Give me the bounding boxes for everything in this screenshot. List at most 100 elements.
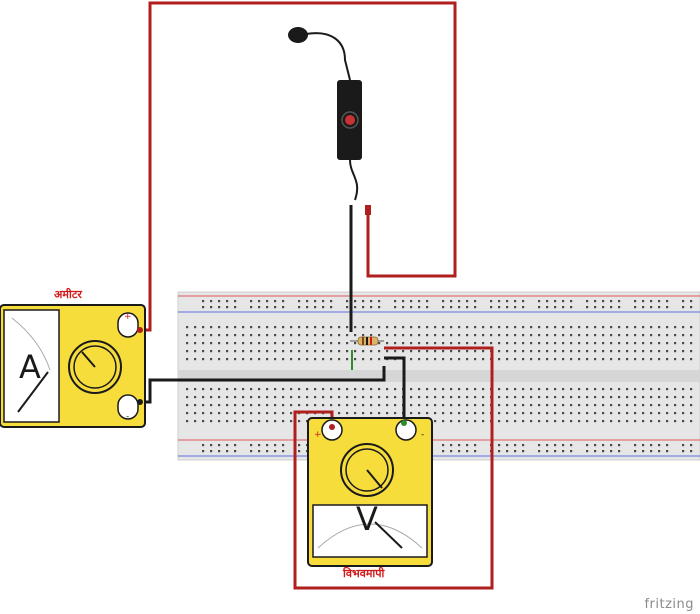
breadboard-hole — [498, 388, 501, 391]
breadboard-hole — [546, 420, 549, 423]
breadboard-hole — [434, 334, 437, 337]
breadboard-hole — [314, 396, 317, 399]
breadboard-hole — [226, 358, 229, 361]
breadboard-hole — [562, 444, 565, 447]
breadboard-hole — [378, 350, 381, 353]
breadboard-hole — [442, 300, 445, 303]
breadboard-hole — [562, 420, 565, 423]
breadboard-hole — [530, 334, 533, 337]
breadboard-hole — [234, 388, 237, 391]
breadboard-hole — [546, 306, 549, 309]
breadboard-hole — [522, 412, 525, 415]
breadboard-hole — [498, 358, 501, 361]
breadboard-hole — [586, 342, 589, 345]
breadboard-hole — [514, 342, 517, 345]
breadboard-hole — [202, 326, 205, 329]
breadboard-hole — [610, 404, 613, 407]
breadboard-hole — [442, 358, 445, 361]
breadboard-hole — [266, 326, 269, 329]
breadboard-hole — [594, 358, 597, 361]
breadboard-hole — [362, 388, 365, 391]
breadboard-hole — [434, 388, 437, 391]
breadboard-hole — [506, 412, 509, 415]
breadboard-hole — [218, 396, 221, 399]
breadboard-hole — [258, 450, 261, 453]
breadboard-hole — [210, 396, 213, 399]
breadboard-hole — [442, 388, 445, 391]
breadboard-hole — [386, 342, 389, 345]
breadboard-hole — [658, 412, 661, 415]
breadboard-hole — [490, 334, 493, 337]
breadboard-hole — [634, 326, 637, 329]
breadboard-hole — [554, 420, 557, 423]
breadboard-hole — [642, 388, 645, 391]
breadboard-hole — [482, 404, 485, 407]
breadboard-hole — [354, 342, 357, 345]
breadboard-hole — [314, 350, 317, 353]
breadboard-hole — [210, 326, 213, 329]
breadboard-hole — [514, 300, 517, 303]
breadboard-hole — [578, 334, 581, 337]
dial-icon — [81, 351, 96, 368]
breadboard-hole — [378, 388, 381, 391]
voltmeter-plus-sign: + — [314, 430, 322, 440]
breadboard-hole — [426, 306, 429, 309]
breadboard-hole — [338, 404, 341, 407]
breadboard-hole — [634, 444, 637, 447]
breadboard-hole — [546, 444, 549, 447]
breadboard-hole — [402, 300, 405, 303]
breadboard-hole — [370, 404, 373, 407]
breadboard-hole — [682, 396, 685, 399]
breadboard-hole — [330, 300, 333, 303]
breadboard-hole — [458, 300, 461, 303]
breadboard-hole — [618, 396, 621, 399]
breadboard-hole — [258, 326, 261, 329]
breadboard-hole — [210, 300, 213, 303]
breadboard-hole — [658, 404, 661, 407]
breadboard-hole — [554, 412, 557, 415]
breadboard-hole — [330, 350, 333, 353]
breadboard-hole — [226, 306, 229, 309]
breadboard-hole — [554, 404, 557, 407]
breadboard-hole — [218, 444, 221, 447]
breadboard-hole — [554, 300, 557, 303]
breadboard-hole — [354, 350, 357, 353]
breadboard-hole — [274, 342, 277, 345]
breadboard-hole — [682, 444, 685, 447]
breadboard-hole — [570, 450, 573, 453]
breadboard-hole — [186, 404, 189, 407]
breadboard-hole — [642, 358, 645, 361]
breadboard-hole — [514, 334, 517, 337]
breadboard-hole — [642, 420, 645, 423]
breadboard-hole — [466, 326, 469, 329]
breadboard-hole — [402, 350, 405, 353]
red-wire-tip — [365, 205, 371, 215]
breadboard-hole — [658, 342, 661, 345]
breadboard-hole — [690, 388, 693, 391]
breadboard-hole — [570, 388, 573, 391]
breadboard-hole — [570, 358, 573, 361]
breadboard-hole — [234, 334, 237, 337]
breadboard-hole — [274, 450, 277, 453]
breadboard-hole — [450, 388, 453, 391]
breadboard-hole — [290, 404, 293, 407]
breadboard-hole — [194, 412, 197, 415]
breadboard-hole — [354, 326, 357, 329]
breadboard-hole — [306, 342, 309, 345]
breadboard-hole — [642, 326, 645, 329]
breadboard-hole — [210, 388, 213, 391]
breadboard-hole — [258, 444, 261, 447]
breadboard-hole — [258, 404, 261, 407]
breadboard-hole — [218, 342, 221, 345]
breadboard-hole — [418, 350, 421, 353]
breadboard-hole — [250, 404, 253, 407]
breadboard-hole — [458, 334, 461, 337]
breadboard-hole — [418, 404, 421, 407]
breadboard-hole — [354, 358, 357, 361]
breadboard-hole — [514, 420, 517, 423]
breadboard-hole — [634, 342, 637, 345]
breadboard-hole — [186, 350, 189, 353]
breadboard-hole — [586, 326, 589, 329]
breadboard-hole — [226, 450, 229, 453]
breadboard-hole — [370, 326, 373, 329]
